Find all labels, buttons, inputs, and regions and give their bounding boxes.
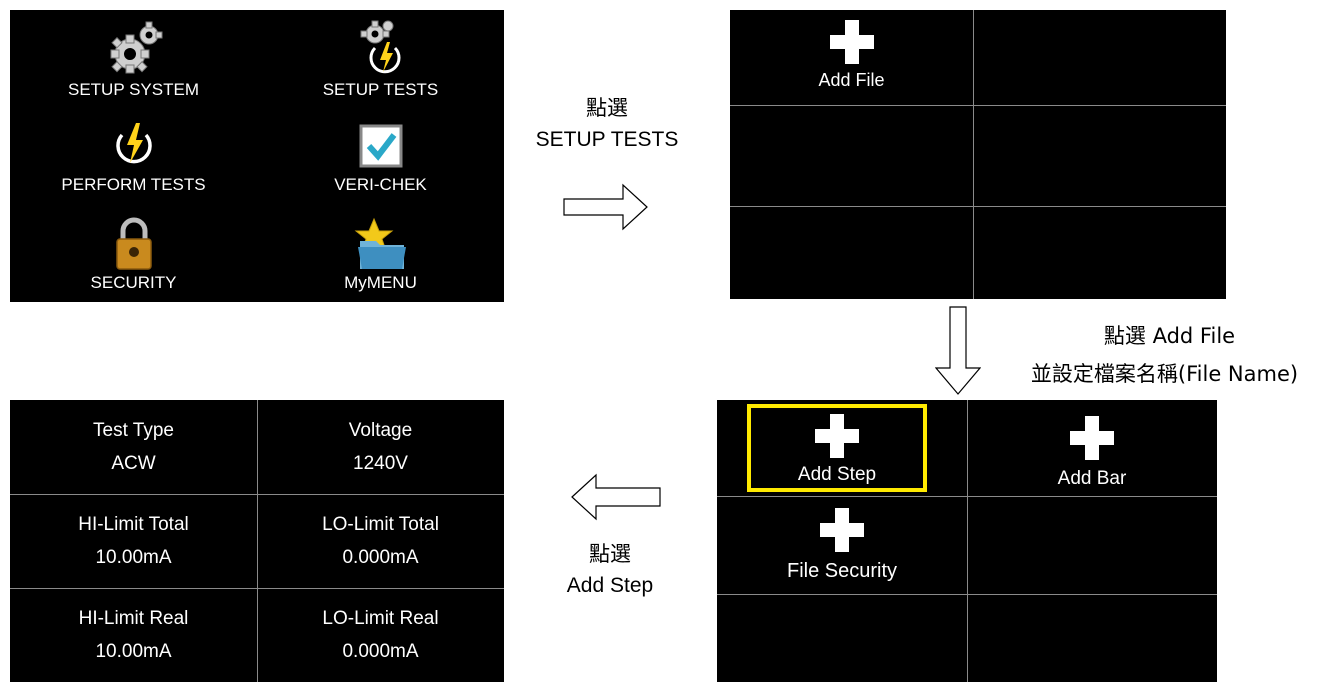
param-hi-limit-real[interactable]: HI-Limit Real 10.00mA: [10, 588, 257, 682]
checkbox-icon: [359, 124, 402, 168]
instruction-text: 點選: [589, 542, 631, 566]
menu-item-setup-tests[interactable]: SETUP TESTS: [257, 10, 504, 110]
param-label: HI-Limit Real: [78, 608, 189, 629]
param-lo-limit-total[interactable]: LO-Limit Total 0.000mA: [257, 494, 504, 588]
plus-icon: [1070, 416, 1114, 460]
param-label: Test Type: [93, 420, 174, 441]
instruction-step2: 點選 Add File 並設定檔案名稱(File Name): [1000, 320, 1329, 388]
power-bolt-icon: [115, 123, 152, 164]
plus-icon: [815, 414, 859, 458]
param-value: 0.000mA: [342, 641, 419, 662]
gear-power-icon: [360, 20, 400, 74]
menu-item-security[interactable]: SECURITY: [10, 208, 257, 302]
instruction-text: SETUP TESTS: [535, 128, 679, 151]
add-bar-button[interactable]: Add Bar: [967, 400, 1217, 496]
param-voltage[interactable]: Voltage 1240V: [257, 400, 504, 494]
plus-icon: [829, 20, 874, 64]
param-label: LO-Limit Total: [322, 514, 439, 535]
instruction-text: 點選 Add File: [1103, 324, 1236, 348]
menu-item-setup-system[interactable]: SETUP SYSTEM: [10, 10, 257, 110]
param-label: HI-Limit Total: [78, 514, 189, 535]
menu-item-label: PERFORM TESTS: [61, 175, 206, 194]
padlock-icon: [115, 217, 152, 270]
gears-icon: [110, 21, 162, 74]
main-menu-screen: SETUP SYSTEM SETUP TESTS PERFORM TESTS: [10, 10, 504, 302]
add-step-button[interactable]: Add Step: [747, 404, 927, 492]
param-label: LO-Limit Real: [322, 608, 439, 629]
add-step-label: Add Step: [797, 464, 877, 485]
menu-item-label: VERI-CHEK: [334, 175, 427, 194]
instruction-step3: 點選 Add Step: [530, 538, 690, 598]
param-hi-limit-total[interactable]: HI-Limit Total 10.00mA: [10, 494, 257, 588]
arrow-down-icon: [935, 306, 981, 395]
param-lo-limit-real[interactable]: LO-Limit Real 0.000mA: [257, 588, 504, 682]
plus-icon: [820, 507, 864, 552]
file-security-button[interactable]: File Security: [717, 496, 967, 594]
step-screen: Add Step Add Bar File Security: [717, 400, 1217, 682]
param-value: 0.000mA: [342, 547, 419, 568]
file-security-label: File Security: [786, 559, 898, 582]
instruction-text: 並設定檔案名稱(File Name): [1030, 362, 1299, 386]
param-test-type[interactable]: Test Type ACW: [10, 400, 257, 494]
param-label: Voltage: [348, 420, 413, 441]
menu-item-veri-chek[interactable]: VERI-CHEK: [257, 110, 504, 208]
menu-item-perform-tests[interactable]: PERFORM TESTS: [10, 110, 257, 208]
param-value: 10.00mA: [95, 641, 172, 662]
add-file-button[interactable]: Add File: [730, 10, 973, 105]
param-value: 10.00mA: [95, 547, 172, 568]
add-bar-label: Add Bar: [1057, 468, 1127, 489]
menu-item-label: SETUP SYSTEM: [68, 80, 199, 99]
instruction-step1: 點選 SETUP TESTS: [505, 92, 709, 152]
param-value: ACW: [111, 453, 156, 474]
instruction-text: 點選: [586, 96, 628, 120]
arrow-left-icon: [571, 473, 661, 521]
params-screen: Test Type ACW Voltage 1240V HI-Limit Tot…: [10, 400, 504, 682]
file-screen: Add File: [730, 10, 1226, 299]
instruction-text: Add Step: [566, 574, 654, 597]
menu-item-label: SETUP TESTS: [322, 80, 439, 99]
menu-item-label: MyMENU: [344, 273, 417, 292]
star-folder-icon: [354, 217, 406, 269]
arrow-right-icon: [563, 183, 648, 231]
menu-item-label: SECURITY: [90, 273, 177, 292]
menu-item-mymenu[interactable]: MyMENU: [257, 208, 504, 302]
param-value: 1240V: [353, 453, 408, 474]
add-file-label: Add File: [818, 70, 885, 90]
